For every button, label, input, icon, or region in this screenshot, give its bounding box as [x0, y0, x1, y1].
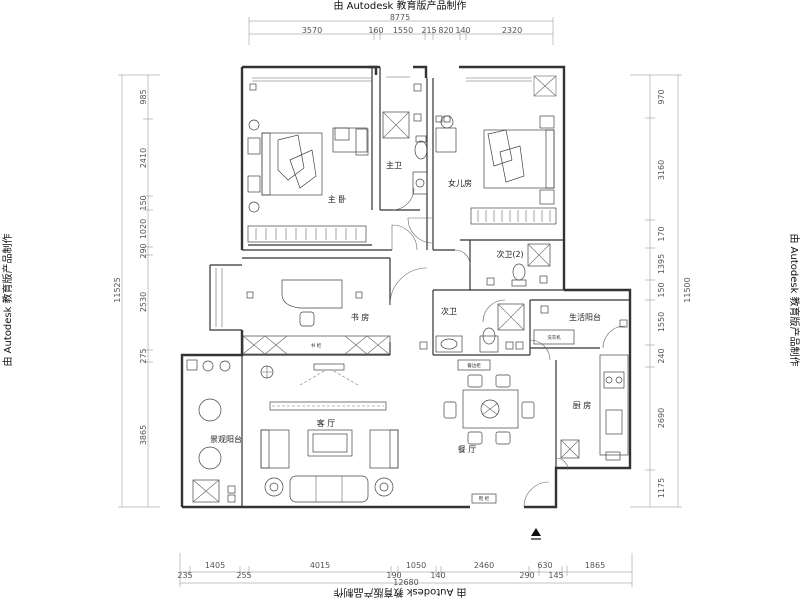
label-shoe-cabinet: 鞋 柜: [479, 495, 490, 502]
dim-bottom-seg: 145: [548, 571, 563, 580]
dim-right-seg: 1395: [657, 254, 666, 274]
dim-left-seg: 3865: [139, 425, 148, 445]
room-label-scenic-balcony: 景观阳台: [210, 434, 242, 444]
dim-bottom-total: 12680: [393, 578, 418, 587]
room-label-second-bath-upper: 次卫(2): [496, 249, 523, 259]
dim-top-total: 8775: [390, 13, 410, 22]
daughter-room: 女儿房: [435, 115, 557, 225]
dim-bottom-seg: 140: [430, 571, 445, 580]
dim-left-seg: 2410: [139, 148, 148, 168]
label-service-cabinet: 洗衣机: [547, 334, 561, 341]
watermark-bottom: 由 Autodesk 教育版产品制作: [333, 586, 466, 599]
second-bath-upper: 次卫(2): [486, 243, 551, 287]
dim-right-seg: 1175: [657, 478, 666, 498]
dim-bottom-seg: 290: [519, 571, 534, 580]
dim-top-seg: 820: [438, 26, 453, 35]
kitchen: 厨 房: [560, 354, 629, 461]
second-bath: 次卫: [419, 303, 525, 353]
walls: [180, 65, 632, 509]
dim-left-seg: 2530: [139, 292, 148, 312]
dim-top-seg: 2320: [502, 26, 522, 35]
dim-bottom-seg: 1405: [205, 561, 225, 570]
dim-right-seg: 170: [657, 226, 666, 241]
watermark-top: 由 Autodesk 教育版产品制作: [333, 0, 466, 12]
master-bath: 主卫: [382, 83, 428, 195]
room-label-kitchen: 厨 房: [573, 400, 592, 410]
dim-left-seg: 290: [139, 243, 148, 258]
dining-room: 餐边柜 鞋 柜 餐 厅: [443, 359, 535, 504]
dim-bottom-seg: 1865: [585, 561, 605, 570]
dim-bottom-seg: 1050: [406, 561, 426, 570]
dim-right-seg: 1550: [657, 312, 666, 332]
scenic-balcony: 景观阳台: [186, 359, 242, 503]
master-bedroom: 主 卧: [247, 83, 369, 243]
room-label-daughter-room: 女儿房: [448, 178, 472, 188]
room-label-master-bath: 主卫: [386, 160, 402, 170]
dim-right-seg: 150: [657, 282, 666, 297]
dim-right-seg: 3160: [657, 160, 666, 180]
room-label-living-room: 客 厅: [317, 418, 336, 428]
dim-bottom-seg: 4015: [310, 561, 330, 570]
dim-top-seg: 215: [421, 26, 436, 35]
dim-top-seg: 160: [368, 26, 383, 35]
room-label-dining-room: 餐 厅: [458, 445, 477, 454]
dim-bottom-seg: 235: [177, 571, 192, 580]
dim-bottom-seg: 190: [386, 571, 401, 580]
dim-right-total: 11500: [683, 277, 692, 302]
watermark-left: 由 Autodesk 教育版产品制作: [1, 233, 14, 366]
dim-bottom-seg: 2460: [474, 561, 494, 570]
dim-left-seg: 1020: [139, 219, 148, 239]
right-dimension-chain: 970 3160 170 1395 150 1550 240 2690 1175…: [630, 74, 692, 508]
windows: [252, 75, 557, 97]
bottom-dimension-chain: 235 1405 255 4015 190 1050 140 2460 290 …: [177, 553, 633, 587]
room-label-service-balcony: 生活阳台: [569, 312, 601, 322]
door-swings: [389, 187, 626, 508]
entry-arrow-icon: [531, 528, 541, 540]
room-label-study: 书 房: [351, 312, 370, 322]
study: 书 柜 书 房: [242, 279, 391, 355]
watermark-right: 由 Autodesk 教育版产品制作: [788, 233, 800, 366]
label-study-cabinet: 书 柜: [311, 342, 322, 349]
dim-bottom-seg: 255: [236, 571, 251, 580]
living-room: 客 厅: [260, 363, 399, 503]
dim-top-seg: 140: [455, 26, 470, 35]
dim-left-seg: 150: [139, 195, 148, 210]
dim-left-seg: 275: [139, 348, 148, 363]
room-label-master-bedroom: 主 卧: [328, 194, 347, 204]
service-balcony: 洗衣机 生活阳台: [533, 305, 628, 345]
dim-bottom-seg: 630: [537, 561, 552, 570]
room-label-second-bath: 次卫: [441, 306, 457, 316]
dim-left-seg: 985: [139, 89, 148, 104]
top-dimension-chain: 8775 3570 160 1550 215 820 140 2320: [248, 13, 554, 45]
dim-left-total: 11525: [113, 277, 122, 302]
left-dimension-chain: 985 2410 150 1020 290 2530 275 3865 1152…: [113, 74, 160, 508]
dim-right-seg: 240: [657, 348, 666, 363]
dim-top-seg: 3570: [302, 26, 322, 35]
dim-top-seg: 1550: [393, 26, 413, 35]
dim-right-seg: 2690: [657, 408, 666, 428]
dim-right-seg: 970: [657, 89, 666, 104]
label-dining-cabinet: 餐边柜: [467, 362, 481, 369]
